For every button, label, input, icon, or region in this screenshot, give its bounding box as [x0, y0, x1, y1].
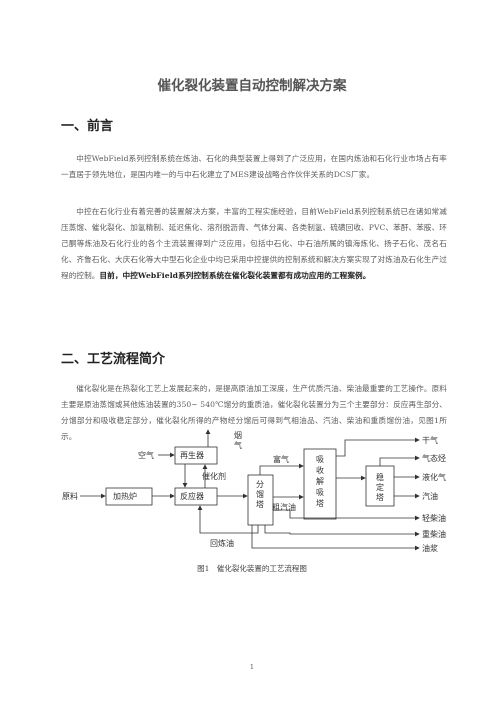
section-heading-intro: 一、前言 [61, 119, 114, 134]
absorber-char-4: 吸 [316, 488, 324, 497]
heater-box [105, 487, 153, 506]
intro-paragraph-2: 中控在石化行业有着完善的装置解决方案，丰富的工程实施经验，目前WebField系… [61, 207, 447, 280]
product-slurry: 油浆 [422, 543, 438, 553]
stabilizer-char-3: 塔 [376, 492, 384, 502]
air-label: 空气 [138, 450, 154, 460]
process-paragraph: 催化裂化是在热裂化工艺上发展起来的，是提高原油加工深度，生产优质汽油、柴油最重要… [61, 384, 447, 441]
stabilizer-label: 稳 定 塔 [376, 472, 387, 502]
recycle-oil-label: 回炼油 [210, 538, 234, 548]
absorber-char-2: 收 [316, 465, 324, 475]
product-dry-gas: 干气 [422, 435, 438, 445]
product-gasoline: 汽油 [422, 491, 438, 501]
regenerator-label: 再生器 [180, 450, 204, 460]
fractionator-label: 分 馏 塔 [256, 480, 267, 509]
fractionator-char-3: 塔 [256, 499, 264, 509]
crude-gasoline-label: 粗汽油 [272, 502, 296, 512]
product-light-diesel: 轻柴油 [422, 513, 446, 523]
figure-caption: 图1 催化裂化装置的工艺流程图 [197, 564, 307, 573]
feed-label: 原料 [62, 491, 78, 501]
fractionator-char-1: 分 [256, 480, 264, 489]
flue-gas-char-2: 气 [234, 440, 242, 450]
rich-gas-label: 富气 [273, 454, 289, 464]
document-title: 催化裂化装置自动控制解决方案 [157, 78, 347, 94]
product-lpg: 液化气 [422, 472, 446, 482]
absorber-char-5: 塔 [316, 498, 324, 508]
absorber-char-3: 解 [316, 476, 324, 486]
section-heading-process: 二、工艺流程简介 [61, 352, 166, 367]
absorber-char-1: 吸 [316, 455, 324, 464]
heater-label: 加热炉 [113, 491, 137, 501]
stabilizer-char-1: 稳 [376, 472, 384, 482]
flue-gas-label: 烟 气 [234, 431, 245, 450]
catalyst-label: 催化剂 [202, 471, 226, 481]
intro-paragraph-1: 中控WebField系列控制系统在炼油、石化的典型装置上得到了广泛应用，在国内炼… [61, 154, 447, 179]
intro-paragraph-2-emphasis: 目前，中控WebField系列控制系统在催化裂化装置都有成功应用的工程案例。 [99, 271, 371, 280]
product-gaseous-hydrocarbon: 气态烃 [422, 453, 446, 463]
page-number: 1 [249, 663, 255, 671]
product-heavy-diesel: 重柴油 [422, 529, 446, 539]
reactor-box [174, 487, 218, 506]
flue-gas-char-1: 烟 [234, 431, 242, 440]
absorber-box [303, 448, 337, 520]
regenerator-box [174, 446, 218, 465]
fractionator-char-2: 馏 [256, 489, 264, 499]
absorber-label: 吸 收 解 吸 塔 [316, 455, 327, 508]
stabilizer-char-2: 定 [376, 482, 384, 492]
fractionator-box [247, 474, 274, 526]
reactor-label: 反应器 [180, 491, 204, 501]
